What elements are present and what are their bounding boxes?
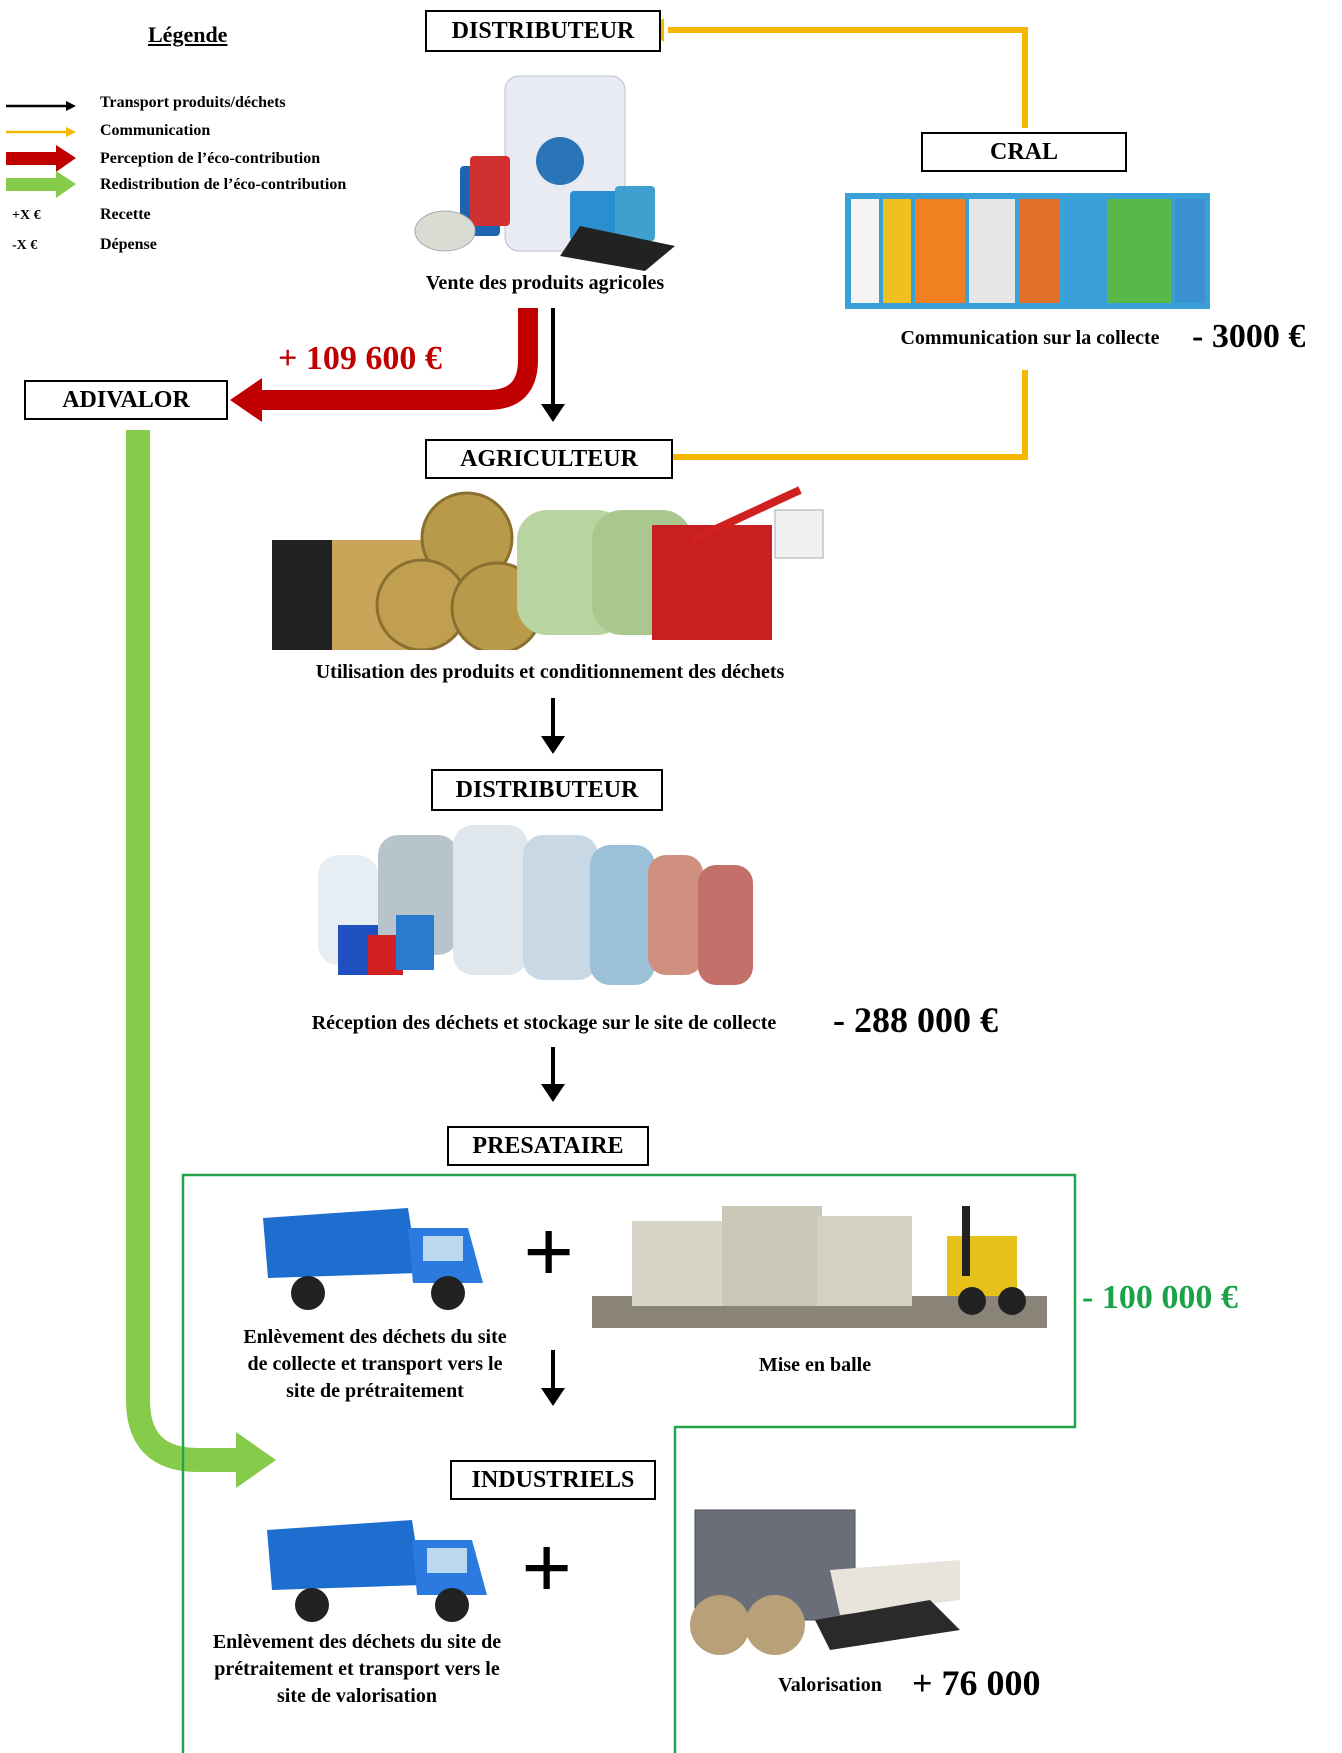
transport-arrow-1 — [541, 308, 565, 422]
caption-reception: Réception des déchets et stockage sur le… — [311, 1012, 777, 1034]
node-adivalor: ADIVALOR — [24, 380, 228, 420]
amount-communication: - 3000 € — [1192, 318, 1306, 355]
amount-valorisation: + 76 000 — [912, 1663, 1041, 1703]
plus-sign-2: + — [521, 1519, 573, 1618]
legend-label: Communication — [100, 122, 211, 139]
redistribution-arrow — [126, 430, 240, 1472]
caption-valorisation: Valorisation — [778, 1674, 882, 1696]
caption-communication: Communication sur la collecte — [900, 327, 1160, 349]
legend-item-perception: Perception de l’éco-contribution — [6, 150, 386, 174]
hay-bales-image — [272, 486, 824, 650]
amount-prestataire: - 100 000 € — [1082, 1279, 1238, 1316]
transport-arrow-4 — [541, 1350, 565, 1406]
legend-item-redistribution: Redistribution de l’éco-contribution — [6, 176, 386, 200]
node-industriels: INDUSTRIELS — [450, 1460, 656, 1500]
dump-truck-image-2 — [267, 1520, 487, 1622]
plus-sign-1: + — [523, 1203, 575, 1302]
amount-perception: + 109 600 € — [278, 340, 442, 377]
dump-truck-image-1 — [263, 1208, 483, 1310]
transport-arrow-2 — [541, 698, 565, 754]
cral-poster-image — [845, 193, 1210, 309]
baling-image — [592, 1206, 1047, 1328]
legend-label: Transport produits/déchets — [100, 94, 286, 111]
caption-vente: Vente des produits agricoles — [425, 272, 665, 294]
legend-black-arrow — [6, 101, 76, 111]
legend-label: Dépense — [100, 236, 157, 253]
legend-item-communication: Communication — [6, 122, 386, 146]
perception-arrow — [255, 308, 538, 410]
node-presataire: PRESATAIRE — [447, 1126, 649, 1166]
communication-arrow-bottom — [668, 370, 1028, 460]
legend-yellow-arrow — [6, 127, 76, 137]
caption-mise-en-balle: Mise en balle — [758, 1354, 872, 1376]
legend-label: Redistribution de l’éco-contribution — [100, 176, 347, 193]
legend-red-arrow — [6, 145, 76, 172]
redistribution-arrowhead — [236, 1432, 276, 1488]
node-cral: CRAL — [921, 132, 1127, 172]
legend-item-transport: Transport produits/déchets — [6, 94, 386, 118]
node-agriculteur: AGRICULTEUR — [425, 439, 673, 479]
caption-utilisation: Utilisation des produits et conditionnem… — [315, 661, 785, 683]
node-distributeur-top: DISTRIBUTEUR — [425, 10, 661, 52]
legend-label: Recette — [100, 206, 151, 223]
legend-label: Perception de l’éco-contribution — [100, 150, 321, 167]
legend-symbol: -X € — [12, 238, 38, 253]
caption-enlevement-2: Enlèvement des déchets du site de prétra… — [212, 1631, 502, 1707]
legend-symbol: +X € — [12, 208, 41, 223]
communication-arrow-top — [668, 27, 1028, 128]
caption-enlevement-1: Enlèvement des déchets du site de collec… — [243, 1326, 507, 1402]
legend-green-arrow — [6, 171, 76, 198]
legend-item-depense: -X € Dépense — [6, 236, 386, 260]
prestataire-frame — [181, 1173, 1077, 1753]
amount-reception: - 288 000 € — [833, 1000, 998, 1040]
recycled-products-image — [690, 1509, 960, 1655]
transport-arrow-3 — [541, 1047, 565, 1102]
legend-item-recette: +X € Recette — [6, 206, 386, 230]
collected-waste-image — [318, 825, 753, 985]
node-distributeur-mid: DISTRIBUTEUR — [431, 769, 663, 811]
legend-arrows — [6, 101, 76, 198]
agricultural-products-image — [414, 75, 675, 271]
perception-arrowhead — [230, 378, 262, 422]
legend-title: Légende — [148, 22, 228, 47]
